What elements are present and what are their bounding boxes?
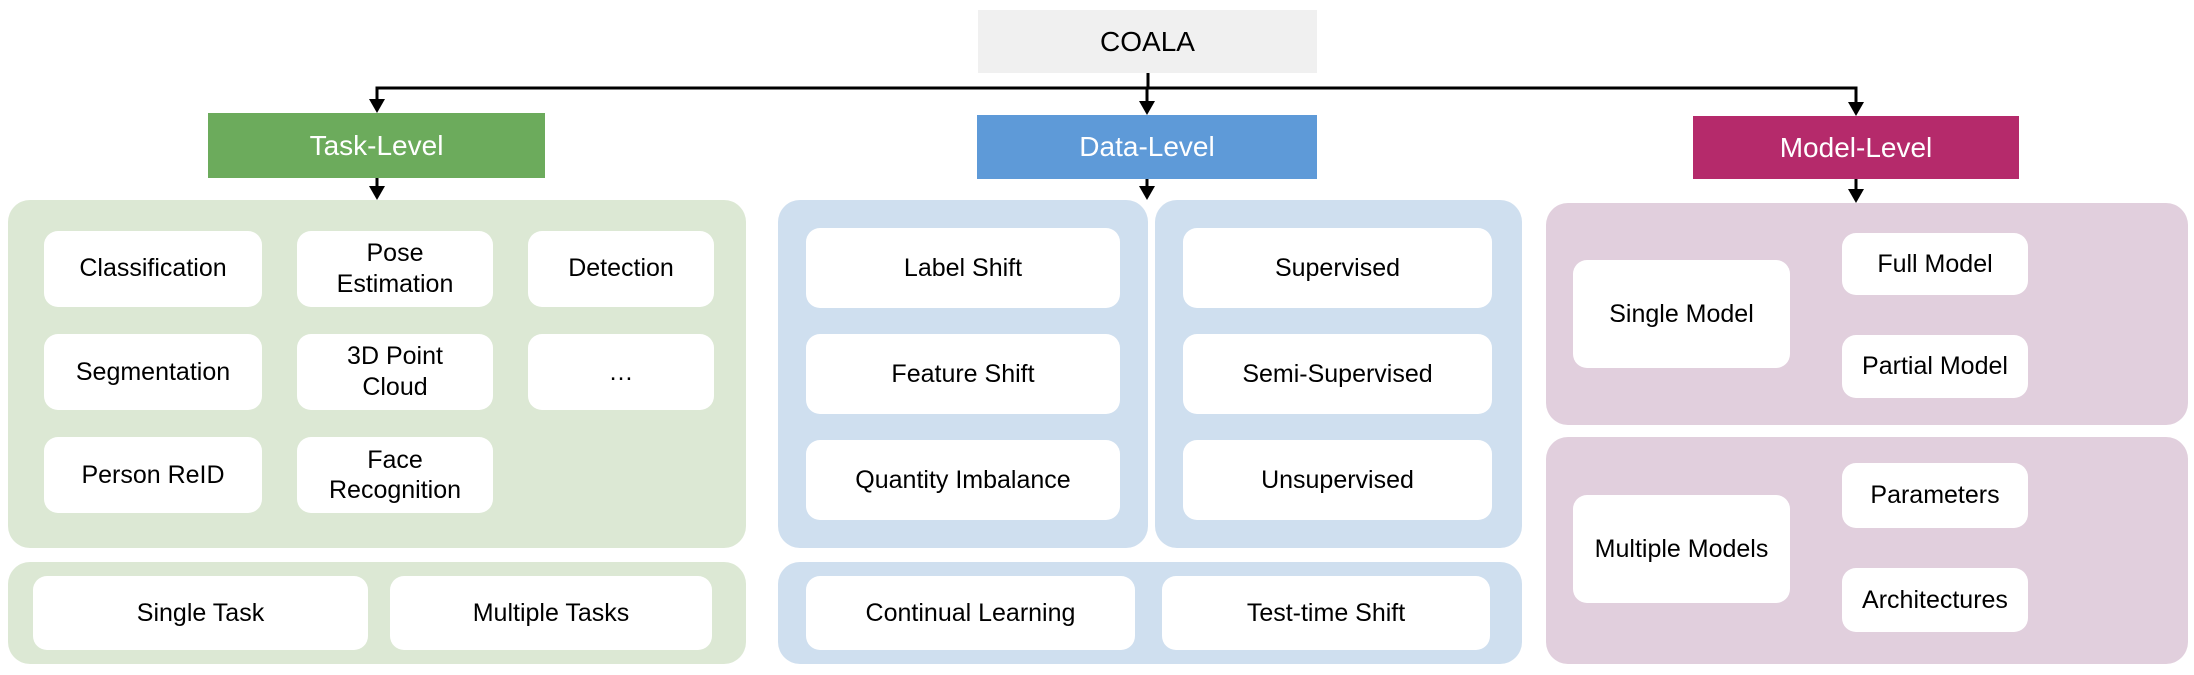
node-face-recognition: Face Recognition [297,437,493,514]
node-supervised: Supervised [1183,228,1492,308]
arrow-down-icon [1139,186,1155,200]
header-data-level: Data-Level [977,115,1317,179]
data-settings-panel: Continual Learning Test-time Shift [778,562,1522,664]
node-label-shift: Label Shift [806,228,1120,308]
node-parameters: Parameters [1842,463,2028,528]
node-quantity-imbalance: Quantity Imbalance [806,440,1120,520]
node-detection: Detection [528,230,714,307]
node-test-time-shift: Test-time Shift [1162,576,1490,650]
node-segmentation: Segmentation [44,333,262,410]
node-single-model: Single Model [1573,260,1790,368]
node-single-task: Single Task [33,576,368,650]
node-semi-supervised: Semi-Supervised [1183,334,1492,414]
multiple-models-panel: Multiple Models Parameters Architectures [1546,437,2188,664]
data-shift-panel: Label Shift Feature Shift Quantity Imbal… [778,200,1148,548]
node-person-reid: Person ReID [44,437,262,514]
node-partial-model: Partial Model [1842,335,2028,398]
node-pose-estimation: Pose Estimation [297,230,493,307]
task-modes-panel: Single Task Multiple Tasks [8,562,746,664]
header-model-level: Model-Level [1693,116,2019,179]
node-unsupervised: Unsupervised [1183,440,1492,520]
node-architectures: Architectures [1842,568,2028,632]
root-node-coala: COALA [978,10,1317,73]
node-classification: Classification [44,230,262,307]
arrow-down-icon [1848,102,1864,116]
header-task-level: Task-Level [208,113,545,178]
node-multiple-models: Multiple Models [1573,495,1790,603]
arrow-down-icon [1848,189,1864,203]
arrow-down-icon [1139,101,1155,115]
node-continual-learning: Continual Learning [806,576,1135,650]
arrow-down-icon [369,186,385,200]
node-ellipsis: … [528,333,714,410]
node-3d-point-cloud: 3D Point Cloud [297,333,493,410]
single-model-panel: Single Model Full Model Partial Model [1546,203,2188,425]
task-types-panel: Classification Pose Estimation Detection… [8,200,746,548]
data-supervision-panel: Supervised Semi-Supervised Unsupervised [1155,200,1522,548]
node-feature-shift: Feature Shift [806,334,1120,414]
node-full-model: Full Model [1842,233,2028,295]
arrow-down-icon [369,99,385,113]
node-multiple-tasks: Multiple Tasks [390,576,712,650]
